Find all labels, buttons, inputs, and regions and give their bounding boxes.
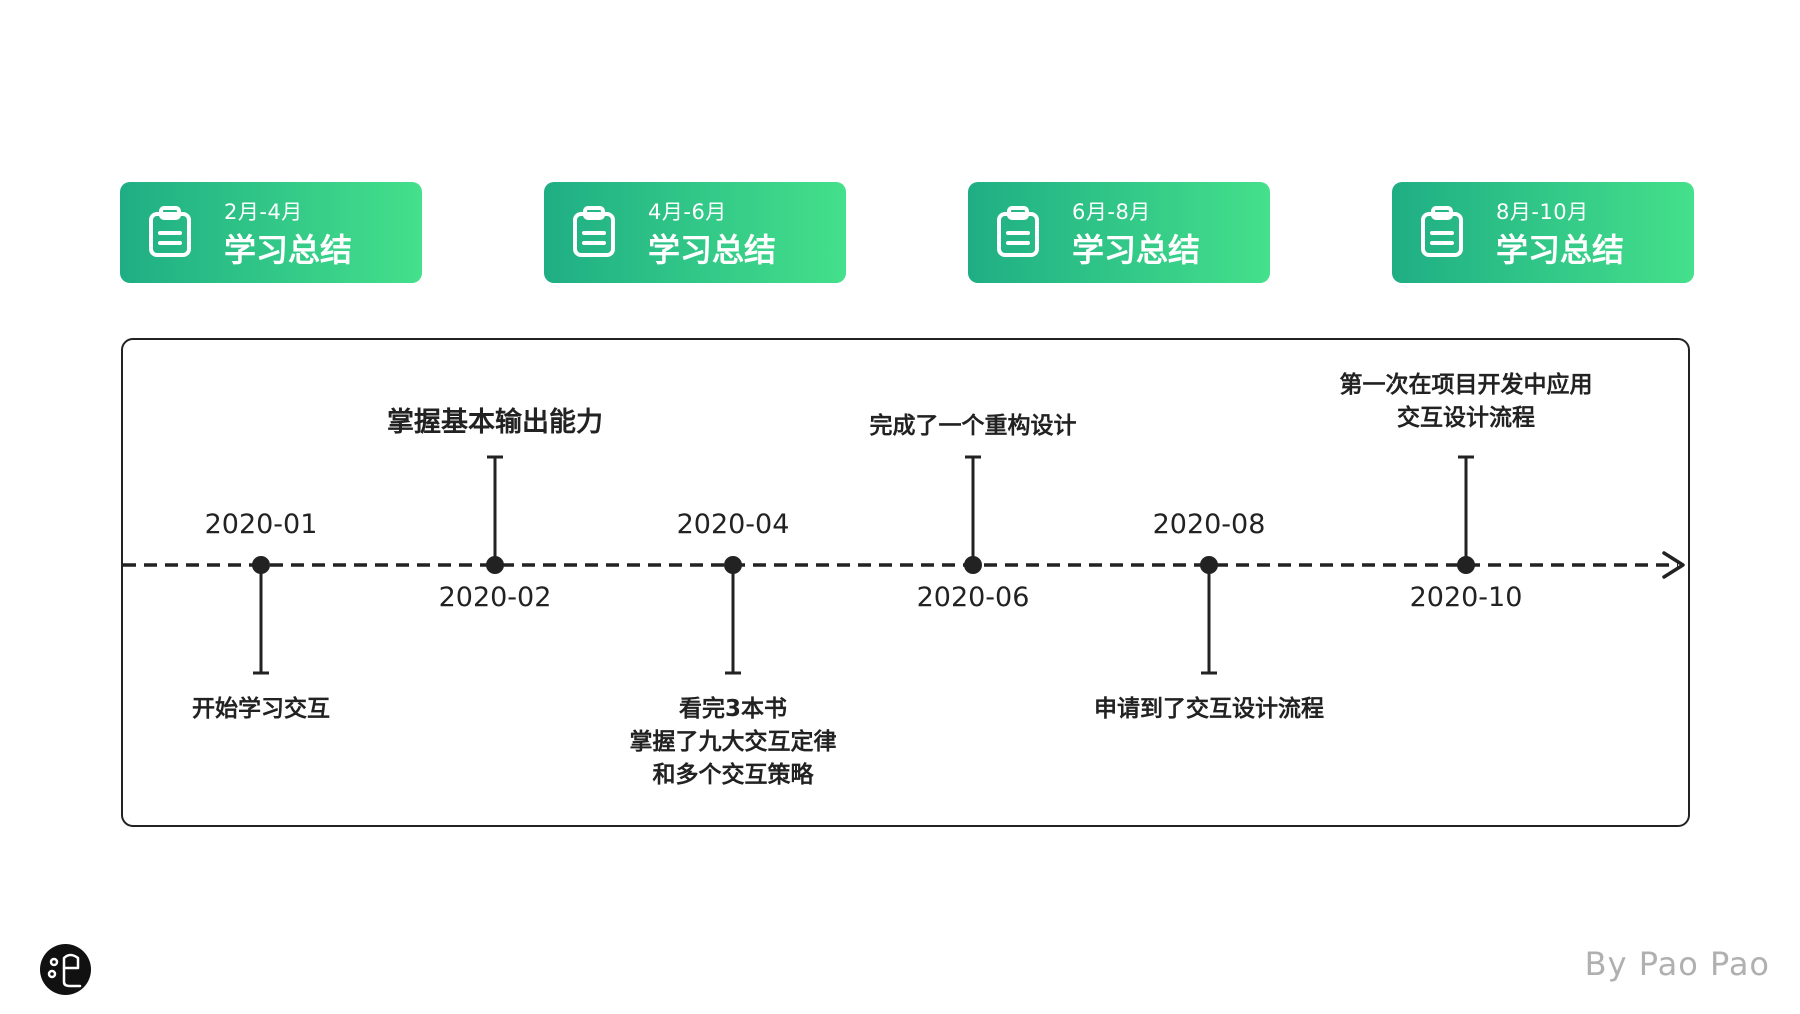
date-label-2020-01: 2020-01 (204, 509, 318, 540)
event-line: 看完3本书 (678, 696, 787, 722)
pao-logo-icon (47, 953, 82, 988)
event-label-2020-06: 完成了一个重构设计 (870, 410, 1077, 443)
summary-card-3: 6月-8月 学习总结 (968, 182, 1270, 283)
clipboard-icon (573, 206, 615, 257)
date-label-2020-06: 2020-06 (916, 582, 1030, 613)
card-date-range: 8月-10月 (1496, 200, 1589, 224)
event-line: 申请到了交互设计流程 (1094, 696, 1324, 722)
event-line: 掌握了九大交互定律 (629, 729, 837, 755)
event-line: 掌握基本输出能力 (387, 407, 603, 438)
clipboard-icon (997, 206, 1039, 257)
event-label-2020-02: 掌握基本输出能力 (387, 406, 603, 439)
card-date-range: 6月-8月 (1072, 200, 1151, 224)
card-title: 学习总结 (1496, 231, 1625, 269)
event-label-2020-08: 申请到了交互设计流程 (1094, 693, 1324, 726)
date-label-2020-10: 2020-10 (1409, 582, 1523, 613)
card-title: 学习总结 (648, 231, 777, 269)
summary-card-1: 2月-4月 学习总结 (120, 182, 422, 283)
node-2020-10 (1457, 556, 1475, 574)
avatar (40, 944, 91, 995)
node-2020-04 (724, 556, 742, 574)
event-label-2020-10: 第一次在项目开发中应用 交互设计流程 (1340, 369, 1593, 435)
clipboard-icon (1421, 206, 1463, 257)
card-date-range: 2月-4月 (224, 200, 303, 224)
event-line: 交互设计流程 (1397, 405, 1535, 431)
event-label-2020-04: 看完3本书 掌握了九大交互定律 和多个交互策略 (630, 693, 837, 792)
event-line: 和多个交互策略 (652, 762, 814, 788)
node-2020-06 (964, 556, 982, 574)
author-credit: By Pao Pao (1584, 945, 1770, 983)
arrow-head-icon (1662, 551, 1685, 579)
summary-card-2: 4月-6月 学习总结 (544, 182, 846, 283)
date-label-2020-02: 2020-02 (438, 582, 552, 613)
node-2020-01 (252, 556, 270, 574)
event-line: 开始学习交互 (192, 696, 330, 722)
date-label-2020-08: 2020-08 (1152, 509, 1266, 540)
node-2020-02 (486, 556, 504, 574)
card-title: 学习总结 (1072, 231, 1201, 269)
summary-card-4: 8月-10月 学习总结 (1392, 182, 1694, 283)
event-label-2020-01: 开始学习交互 (192, 693, 330, 726)
event-line: 第一次在项目开发中应用 (1339, 372, 1593, 398)
event-line: 完成了一个重构设计 (869, 413, 1077, 439)
card-date-range: 4月-6月 (648, 200, 727, 224)
date-label-2020-04: 2020-04 (676, 509, 790, 540)
timeline-frame (121, 338, 1690, 827)
clipboard-icon (149, 206, 191, 257)
card-title: 学习总结 (224, 231, 353, 269)
node-2020-08 (1200, 556, 1218, 574)
